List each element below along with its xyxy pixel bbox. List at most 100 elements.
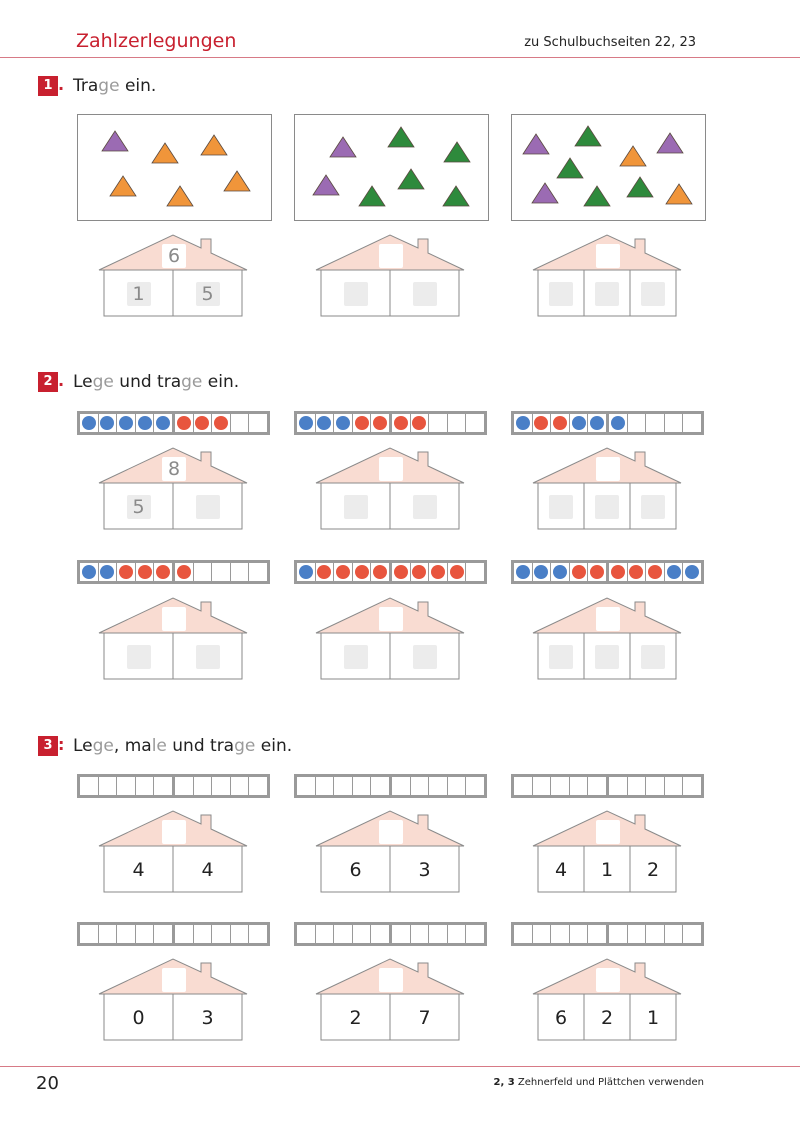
- room-number-field[interactable]: [195, 495, 220, 519]
- ten-frame-cell[interactable]: [212, 414, 231, 432]
- ten-frame-cell[interactable]: [551, 925, 570, 943]
- house-room[interactable]: 2: [646, 859, 660, 881]
- ten-frame-cell[interactable]: [353, 563, 372, 581]
- ten-frame-cell[interactable]: [551, 563, 570, 581]
- ten-frame-cell[interactable]: [588, 414, 609, 432]
- room-number-field[interactable]: [549, 495, 573, 519]
- ten-frame-cell[interactable]: [194, 414, 213, 432]
- ten-frame-cell[interactable]: [371, 563, 392, 581]
- house-room[interactable]: 0: [132, 1007, 145, 1029]
- ten-frame-cell[interactable]: [154, 925, 175, 943]
- ten-frame-cell[interactable]: [665, 925, 684, 943]
- room-number-field[interactable]: [595, 645, 619, 669]
- ten-frame-cell[interactable]: [514, 414, 533, 432]
- ten-frame-cell[interactable]: [194, 563, 213, 581]
- room-number-field[interactable]: [595, 282, 619, 306]
- ten-frame-cell[interactable]: [316, 777, 335, 795]
- ten-frame-cell[interactable]: [154, 414, 175, 432]
- room-number-field[interactable]: [412, 282, 437, 306]
- ten-frame-cell[interactable]: [371, 925, 392, 943]
- ten-frame-cell[interactable]: [297, 563, 316, 581]
- ten-frame-cell[interactable]: [551, 414, 570, 432]
- ten-frame-cell[interactable]: [99, 563, 118, 581]
- ten-frame-cell[interactable]: [249, 414, 267, 432]
- ten-frame-cell[interactable]: [665, 563, 684, 581]
- ten-frame-cell[interactable]: [570, 414, 589, 432]
- room-number-field[interactable]: 5: [126, 495, 151, 519]
- ten-frame-cell[interactable]: [194, 777, 213, 795]
- ten-frame-cell[interactable]: [466, 414, 484, 432]
- ten-frame-cell[interactable]: [448, 414, 467, 432]
- ten-frame-cell[interactable]: [99, 925, 118, 943]
- ten-frame-cell[interactable]: [411, 414, 430, 432]
- ten-frame-cell[interactable]: [136, 925, 155, 943]
- ten-frame-cell[interactable]: [334, 563, 353, 581]
- ten-frame-cell[interactable]: [646, 414, 665, 432]
- ten-frame-cell[interactable]: [392, 925, 411, 943]
- ten-frame[interactable]: [77, 774, 270, 798]
- ten-frame[interactable]: [511, 560, 704, 584]
- roof-number-field[interactable]: [379, 244, 403, 268]
- ten-frame-cell[interactable]: [99, 414, 118, 432]
- ten-frame-cell[interactable]: [533, 563, 552, 581]
- ten-frame-cell[interactable]: [249, 925, 267, 943]
- roof-number-field[interactable]: [379, 607, 403, 631]
- ten-frame-cell[interactable]: [117, 777, 136, 795]
- house-room[interactable]: 7: [418, 1007, 431, 1029]
- ten-frame[interactable]: [294, 774, 487, 798]
- ten-frame[interactable]: [511, 411, 704, 435]
- ten-frame[interactable]: [294, 922, 487, 946]
- ten-frame-cell[interactable]: [392, 414, 411, 432]
- ten-frame-cell[interactable]: [609, 925, 628, 943]
- ten-frame-cell[interactable]: [570, 563, 589, 581]
- ten-frame-cell[interactable]: [117, 925, 136, 943]
- ten-frame-cell[interactable]: [353, 414, 372, 432]
- roof-number-field[interactable]: [162, 968, 186, 992]
- room-number-field[interactable]: [412, 495, 437, 519]
- house-room[interactable]: 1: [600, 859, 614, 881]
- ten-frame-cell[interactable]: [175, 925, 194, 943]
- house-room[interactable]: 4: [201, 859, 214, 881]
- roof-number-field[interactable]: [596, 968, 620, 992]
- ten-frame[interactable]: [77, 922, 270, 946]
- ten-frame-cell[interactable]: [570, 777, 589, 795]
- house-room[interactable]: 3: [418, 859, 431, 881]
- ten-frame-cell[interactable]: [154, 777, 175, 795]
- roof-number-field[interactable]: [596, 457, 620, 481]
- ten-frame-cell[interactable]: [570, 925, 589, 943]
- ten-frame-cell[interactable]: [646, 925, 665, 943]
- roof-number-field[interactable]: 8: [162, 457, 186, 481]
- room-number-field[interactable]: 5: [195, 282, 220, 306]
- ten-frame-cell[interactable]: [683, 414, 701, 432]
- room-number-field[interactable]: [641, 645, 665, 669]
- house-room[interactable]: 6: [349, 859, 362, 881]
- ten-frame-cell[interactable]: [646, 777, 665, 795]
- ten-frame-cell[interactable]: [231, 777, 250, 795]
- room-number-field[interactable]: [412, 645, 437, 669]
- roof-number-field[interactable]: [379, 820, 403, 844]
- ten-frame[interactable]: [294, 560, 487, 584]
- ten-frame-cell[interactable]: [353, 777, 372, 795]
- ten-frame-cell[interactable]: [665, 777, 684, 795]
- room-number-field[interactable]: [549, 645, 573, 669]
- ten-frame-cell[interactable]: [551, 777, 570, 795]
- ten-frame-cell[interactable]: [194, 925, 213, 943]
- ten-frame-cell[interactable]: [154, 563, 175, 581]
- ten-frame-cell[interactable]: [514, 777, 533, 795]
- ten-frame-cell[interactable]: [136, 777, 155, 795]
- room-number-field[interactable]: [343, 645, 368, 669]
- ten-frame-cell[interactable]: [448, 925, 467, 943]
- ten-frame-cell[interactable]: [628, 925, 647, 943]
- room-number-field[interactable]: [343, 495, 368, 519]
- house-room[interactable]: 4: [132, 859, 145, 881]
- room-number-field[interactable]: 1: [126, 282, 151, 306]
- ten-frame-cell[interactable]: [448, 563, 467, 581]
- ten-frame-cell[interactable]: [683, 777, 701, 795]
- ten-frame-cell[interactable]: [609, 777, 628, 795]
- ten-frame[interactable]: [511, 774, 704, 798]
- room-number-field[interactable]: [195, 645, 220, 669]
- room-number-field[interactable]: [641, 495, 665, 519]
- ten-frame-cell[interactable]: [466, 925, 484, 943]
- ten-frame-cell[interactable]: [411, 563, 430, 581]
- ten-frame-cell[interactable]: [212, 563, 231, 581]
